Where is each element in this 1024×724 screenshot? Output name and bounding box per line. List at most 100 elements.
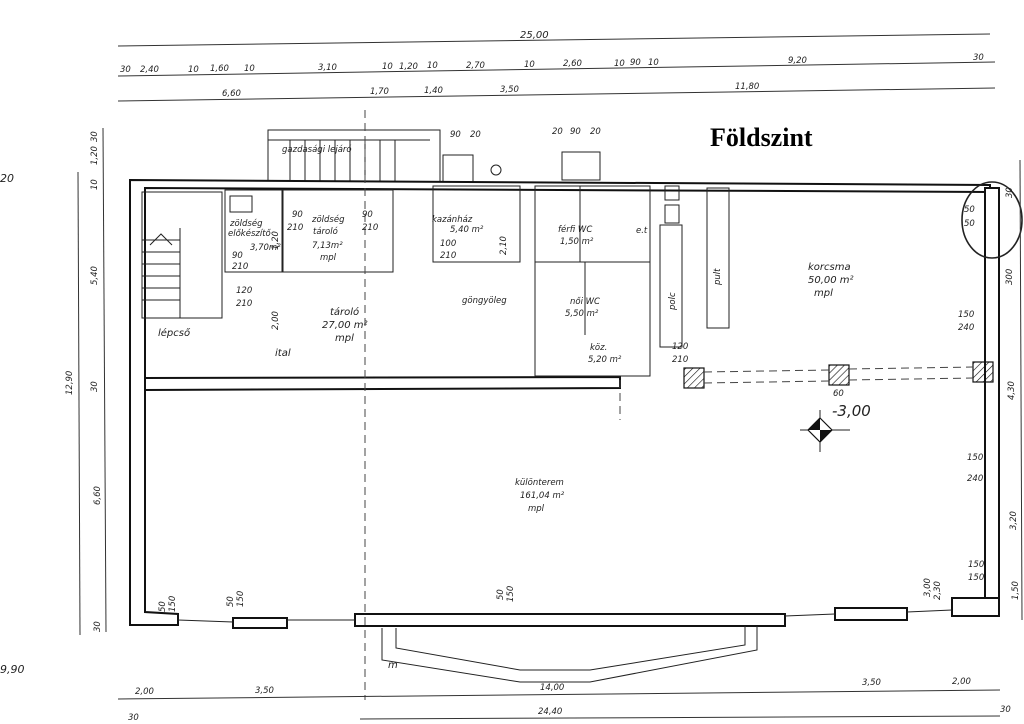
room-ferfi-wc: férfi WC: [558, 224, 592, 235]
dim-label: 3,20: [1009, 511, 1019, 530]
dim-label: 210: [236, 299, 252, 309]
dim-label: 3,50: [862, 678, 881, 688]
dim-overall-left: 12,90: [65, 371, 75, 395]
dim-label: 1,50: [1011, 581, 1021, 600]
inner-walls: [141, 185, 730, 392]
label-pult: pult: [713, 268, 723, 286]
room-kazanhaz: kazánház: [432, 215, 473, 225]
dim-label: 10: [614, 59, 625, 69]
dim-label: 30: [90, 381, 100, 392]
level-marker: -3,00: [800, 402, 871, 452]
dim-label: 90: [570, 127, 581, 137]
dim-label: 20: [470, 130, 481, 140]
room-label-line: előkészítő: [228, 228, 272, 239]
dim-label: 2,70: [466, 61, 485, 71]
dim-label: 3,10: [318, 63, 337, 73]
dim-label: 3,50: [255, 686, 274, 696]
dim-label: 30: [93, 621, 103, 632]
dim-label: 120: [672, 342, 688, 352]
small-stair: [561, 151, 601, 181]
dim-label: 90: [232, 251, 243, 261]
dim-label: 1,20: [399, 62, 418, 72]
room-zoldseg-tarolo: zöldség: [311, 214, 345, 225]
right-dimensions: 30 300 4,30 3,20 1,50: [1005, 159, 1023, 621]
dim-label: 2,40: [140, 65, 159, 75]
dim-label: 30: [120, 65, 131, 75]
dim-label: 9,20: [788, 56, 807, 66]
dim-label: 300: [1005, 269, 1015, 285]
room-area: 7,13m²: [312, 241, 343, 251]
dim-label: 5,40: [90, 266, 100, 285]
room-area: 5,20 m²: [588, 355, 622, 365]
dim-label: 14,00: [540, 683, 564, 693]
dim-label: 30: [1000, 705, 1011, 715]
room-lepcso: lépcső: [158, 327, 191, 339]
dim-label: 50: [964, 205, 975, 215]
outer-walls: [129, 178, 1000, 683]
room-area: 27,00 m²: [322, 320, 368, 331]
room-kulonterem: különterem: [515, 478, 564, 488]
dim-label: 4,30: [1007, 381, 1017, 400]
dim-label: 60: [833, 389, 844, 399]
dim-label: 10: [524, 60, 535, 70]
room-area: 5,40 m²: [450, 225, 484, 235]
dim-label: 24,40: [538, 707, 562, 717]
room-korcsma: korcsma: [808, 262, 851, 273]
dim-label: 2,00: [952, 677, 971, 687]
round-bay: [961, 181, 1023, 259]
dim-label: 11,80: [735, 82, 759, 92]
dim-label: 1,60: [210, 64, 229, 74]
dim-label: 240: [958, 323, 974, 333]
dim-label: 10: [188, 65, 199, 75]
label-m: m: [388, 660, 398, 671]
room-zoldseg-elokeszito: zöldség: [229, 218, 263, 229]
dim-label: 90: [292, 210, 303, 220]
dim-label: 1,20: [90, 146, 100, 165]
dim-label: 210: [440, 251, 456, 261]
dim-label: 20: [590, 127, 601, 137]
dim-label: 20: [552, 127, 563, 137]
dim-label: 50: [226, 596, 236, 607]
room-area: 1,50 m²: [560, 237, 594, 247]
dim-label: 210: [232, 262, 248, 272]
opening-dimensions: 90 210 90 210 90 210 120 210 100 210 120…: [158, 205, 984, 612]
dim-label: 50: [158, 601, 168, 612]
dim-label: 1,40: [424, 86, 443, 96]
label-ital: ital: [275, 348, 291, 359]
room-area: 161,04 m²: [520, 491, 565, 501]
room-area: 5,50 m²: [565, 309, 599, 319]
room-note: mpl: [335, 333, 354, 344]
dim-label: 1,20: [271, 231, 281, 250]
room-label-line: tároló: [313, 226, 338, 237]
dim-label: 90: [450, 130, 461, 140]
dim-label: 6,60: [222, 89, 241, 99]
left-dimensions: 12,90 30 1,20 10 5,40 30 6,60 30 20 9,90: [0, 127, 107, 676]
dim-label: 6,60: [93, 486, 103, 505]
room-note: mpl: [814, 288, 833, 299]
dim-label: 10: [382, 62, 393, 72]
dim-label: 30: [128, 713, 139, 723]
dim-label: 10: [427, 61, 438, 71]
dim-overall-top: 25,00: [520, 30, 549, 41]
dim-label: 10: [648, 58, 659, 68]
dim-label: 2,00: [135, 687, 154, 697]
room-note: mpl: [528, 504, 545, 514]
service-stair: gazdasági lejáró: [267, 129, 441, 185]
columns: [683, 361, 994, 389]
label-polc: polc: [668, 292, 678, 311]
room-labels: lépcső zöldség előkészítő 3,70m² zöldség…: [158, 214, 854, 514]
label-et: e.t: [636, 226, 648, 236]
dim-label: 90: [362, 210, 373, 220]
dim-label: 10: [90, 179, 100, 190]
top-dimensions: 25,00 30 2,40 10 1,60 10 3,10 10 1,20 10…: [117, 30, 996, 102]
dim-label: 240: [967, 474, 983, 484]
label-service-stair: gazdasági lejáró: [282, 144, 352, 155]
dim-label: 150: [506, 586, 516, 602]
dim-label: 20: [0, 172, 14, 185]
room-koz: köz.: [590, 343, 607, 353]
dim-label: 2,30: [933, 581, 943, 600]
dim-label: 30: [90, 131, 100, 142]
dim-label: 2,60: [563, 59, 582, 69]
dim-label: 150: [968, 560, 984, 570]
